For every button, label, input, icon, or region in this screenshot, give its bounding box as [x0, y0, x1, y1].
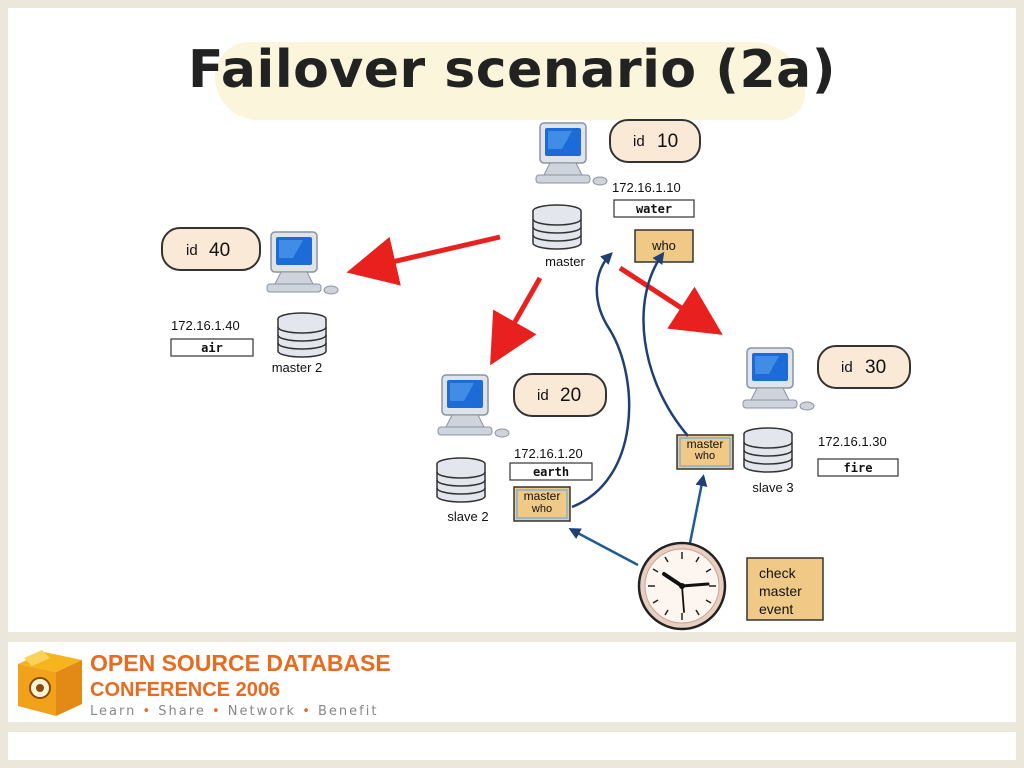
hostname-box — [817, 458, 899, 477]
tagline-network: Network — [227, 704, 297, 719]
event-arrow-slave2 — [568, 528, 639, 567]
id-label: id — [841, 359, 853, 376]
role-label: master 2 — [272, 360, 323, 375]
id-pill — [513, 373, 607, 417]
computer-icon — [742, 347, 815, 411]
title-highlight — [215, 42, 805, 120]
id-value: 30 — [865, 357, 886, 378]
ip-address: 172.16.1.30 — [818, 434, 887, 449]
separator-dot: • — [211, 704, 222, 719]
id-pill — [609, 119, 701, 163]
check-master-event-box: check master event — [746, 557, 824, 621]
slide-title: Failover scenario (2a) — [187, 40, 837, 100]
box-line2: who — [694, 450, 715, 462]
database-icon — [532, 204, 582, 250]
id-label: id — [537, 387, 549, 404]
node-slave2-20: id 20 172.16.1.20 earth master who slave… — [436, 373, 607, 524]
replication-arrow-to-slave2 — [490, 276, 543, 366]
separator-dot: • — [142, 704, 153, 719]
id-value: 40 — [209, 240, 230, 261]
hostname-box — [170, 338, 254, 357]
node-master2-40: id 40 172.16.1.40 air master 2 — [161, 227, 339, 375]
hostname: fire — [844, 461, 873, 475]
who-query-arrow-slave3 — [642, 251, 689, 437]
tagline: Learn • Share • Network • Benefit — [90, 704, 378, 719]
id-label: id — [633, 133, 645, 150]
computer-icon — [266, 231, 339, 295]
role-label: slave 3 — [752, 480, 793, 495]
id-value: 10 — [657, 131, 678, 152]
computer-icon — [437, 374, 510, 438]
ip-address: 172.16.1.10 — [612, 180, 681, 195]
node-master-10: id 10 172.16.1.10 water who master — [532, 119, 701, 269]
master-who-box-inner — [679, 437, 731, 467]
clock-icon — [637, 541, 727, 631]
id-pill — [817, 345, 911, 389]
id-pill — [161, 227, 261, 271]
hostname: earth — [533, 465, 569, 479]
event-arrow-slave3 — [688, 474, 708, 544]
box-line1: master — [524, 489, 561, 503]
event-line2: master — [759, 583, 802, 599]
brand-line1: OPEN SOURCE DATABASE — [90, 650, 391, 676]
who-label: who — [651, 238, 676, 253]
replication-arrow-to-master2 — [346, 234, 501, 286]
id-label: id — [186, 242, 198, 259]
id-value: 20 — [560, 385, 581, 406]
failover-diagram: id 10 172.16.1.10 water who master id 40… — [161, 119, 911, 631]
ip-address: 172.16.1.20 — [514, 446, 583, 461]
role-label: slave 2 — [447, 509, 488, 524]
tagline-share: Share — [158, 704, 206, 719]
brand-line2: CONFERENCE 2006 — [90, 679, 281, 701]
box-line1: master — [687, 437, 724, 451]
event-line1: check — [759, 565, 797, 581]
master-who-box — [513, 486, 571, 522]
tagline-benefit: Benefit — [318, 704, 379, 719]
database-icon — [436, 457, 486, 503]
master-who-box — [676, 434, 734, 470]
node-slave3-30: id 30 172.16.1.30 fire master who slave … — [676, 345, 911, 495]
ip-address: 172.16.1.40 — [171, 318, 240, 333]
database-icon — [743, 427, 793, 473]
hostname: water — [636, 202, 672, 216]
database-icon — [277, 312, 327, 358]
who-query-arrow-slave2 — [571, 252, 631, 509]
box-line2: who — [531, 503, 552, 515]
conference-logo-icon — [18, 650, 82, 716]
footer-divider — [8, 632, 1016, 642]
role-label: master — [545, 254, 585, 269]
hostname-box — [509, 462, 593, 481]
master-who-box-inner — [516, 489, 568, 519]
replication-arrow-to-slave3 — [618, 265, 723, 335]
separator-dot: • — [302, 704, 312, 719]
hostname: air — [201, 341, 223, 355]
event-line3: event — [759, 601, 793, 617]
tagline-learn: Learn — [90, 704, 137, 719]
hostname-box — [613, 199, 695, 218]
computer-icon — [535, 122, 608, 186]
footer-divider-bottom — [8, 722, 1016, 732]
